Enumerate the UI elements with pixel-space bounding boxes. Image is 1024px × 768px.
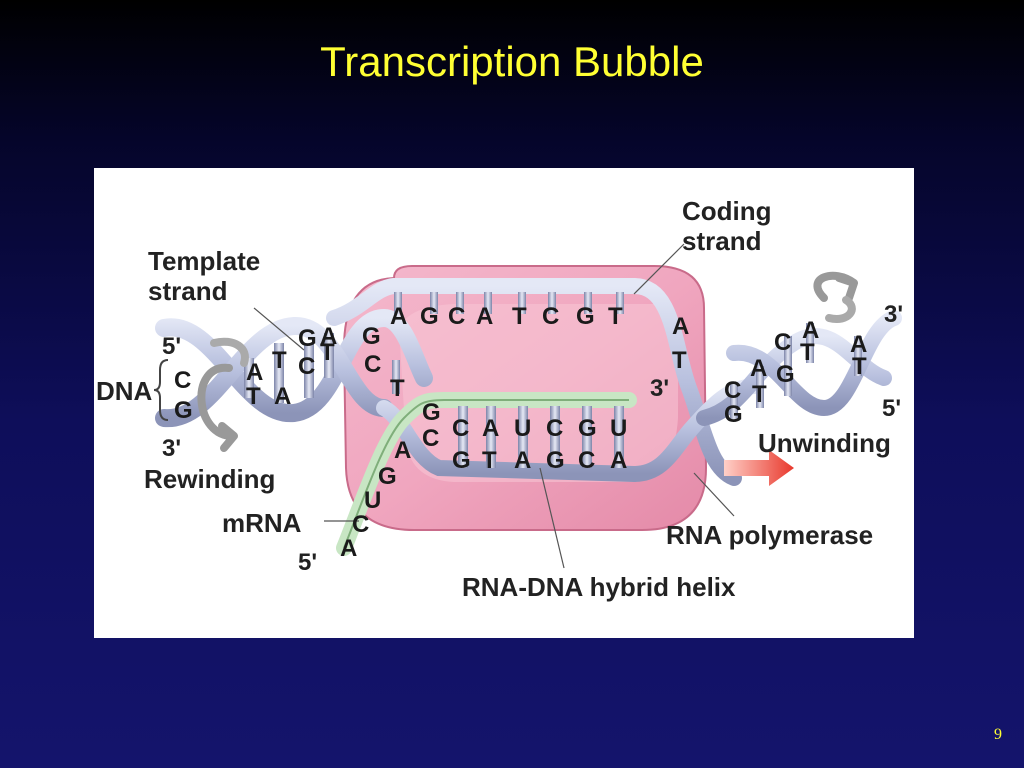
coding-strand — [326, 278, 742, 486]
helix-base: A — [246, 359, 263, 386]
template-base-letters: G T A G C A — [452, 447, 627, 474]
coding-base: T — [608, 303, 623, 330]
coding-base: A — [476, 303, 493, 330]
five-prime-left-label: 5' — [162, 333, 181, 360]
rna-base: C — [452, 415, 469, 442]
dna-label: DNA — [96, 376, 153, 406]
left-helix-base-letters: C G A T T A G C A T G C T — [174, 323, 405, 424]
dna-brace — [153, 359, 169, 421]
rna-base: U — [610, 415, 627, 442]
template-base: G — [452, 447, 471, 474]
slide-title: Transcription Bubble — [320, 38, 704, 85]
mrna-base: G — [378, 463, 397, 490]
helix-base: T — [272, 347, 287, 374]
hybrid-helix-rungs — [458, 406, 624, 468]
coding-strand-label-1: Coding — [682, 196, 772, 226]
helix-base: T — [800, 339, 815, 366]
helix-base: T — [852, 353, 867, 380]
rna-base: C — [546, 415, 563, 442]
rna-base: A — [482, 415, 499, 442]
helix-base: T — [246, 383, 261, 410]
coding-base: C — [448, 303, 465, 330]
diagram-canvas: A G C A T C G T C A U C G U G T A G C A — [96, 196, 903, 602]
helix-base: A — [850, 331, 867, 358]
helix-base: A — [750, 355, 767, 382]
right-helix-base-letters: A T C G A T C A G T A T — [672, 313, 867, 428]
template-base: T — [482, 447, 497, 474]
right-dna-helix — [696, 310, 902, 426]
template-strand-label-2: strand — [148, 276, 227, 306]
diagram-labels: Coding strand Template strand DNA 5' 3' … — [96, 196, 903, 602]
leader-lines — [253, 243, 735, 569]
rewinding-rotation-icon — [197, 363, 238, 452]
three-prime-right-label: 3' — [884, 301, 903, 328]
mrna-base: A — [394, 437, 411, 464]
helix-base: T — [320, 339, 335, 366]
rna-base-letters: C A U C G U — [452, 415, 627, 442]
helix-base: T — [672, 347, 687, 374]
page-number: 9 — [994, 726, 1002, 743]
helix-base: G — [776, 361, 795, 388]
helix-base: G — [174, 397, 193, 424]
unwinding-direction-arrow — [724, 450, 794, 486]
coding-strand-rungs — [392, 292, 624, 394]
three-prime-bubble-label: 3' — [650, 375, 669, 402]
mrna-tail-base-letters: A C U G A G C — [340, 399, 441, 562]
mrna-base: G — [422, 399, 441, 426]
helix-base: A — [274, 383, 291, 410]
five-prime-right-label: 5' — [882, 395, 901, 422]
template-strand-label-1: Template — [148, 246, 260, 276]
helix-base: C — [724, 377, 741, 404]
helix-base: G — [724, 401, 743, 428]
coding-base: C — [542, 303, 559, 330]
template-base: G — [546, 447, 565, 474]
rna-base: G — [578, 415, 597, 442]
helix-base: A — [672, 313, 689, 340]
mrna-base: C — [352, 511, 369, 538]
coding-base: T — [512, 303, 527, 330]
rna-polymerase-label: RNA polymerase — [666, 520, 873, 550]
coding-base: G — [420, 303, 439, 330]
coding-strand-base-letters: A G C A T C G T — [390, 303, 623, 330]
coding-base: A — [390, 303, 407, 330]
template-base: A — [610, 447, 627, 474]
rewinding-label: Rewinding — [144, 464, 275, 494]
helix-base: C — [174, 367, 191, 394]
unwinding-label: Unwinding — [758, 428, 891, 458]
mrna-base: A — [340, 535, 357, 562]
three-prime-left-label: 3' — [162, 435, 181, 462]
mrna-label: mRNA — [222, 508, 302, 538]
unwinding-rotation-icon — [813, 271, 858, 302]
mrna-base: U — [364, 487, 381, 514]
mrna-five-prime-label: 5' — [298, 549, 317, 576]
helix-base: T — [752, 381, 767, 408]
template-base: C — [578, 447, 595, 474]
mrna-base: C — [422, 425, 439, 452]
helix-base: C — [364, 351, 381, 378]
helix-base: A — [802, 317, 819, 344]
transcription-diagram: A G C A T C G T C A U C G U G T A G C A — [94, 168, 914, 638]
template-base: A — [514, 447, 531, 474]
template-strand — [376, 378, 762, 483]
helix-base: G — [298, 325, 317, 352]
helix-base: C — [298, 353, 315, 380]
helix-base: A — [320, 323, 337, 350]
helix-base: C — [774, 329, 791, 356]
coding-base: G — [576, 303, 595, 330]
rna-base: U — [514, 415, 531, 442]
helix-base: T — [390, 375, 405, 402]
coding-strand-label-2: strand — [682, 226, 761, 256]
hybrid-helix-label: RNA-DNA hybrid helix — [462, 572, 736, 602]
helix-base: G — [362, 323, 381, 350]
